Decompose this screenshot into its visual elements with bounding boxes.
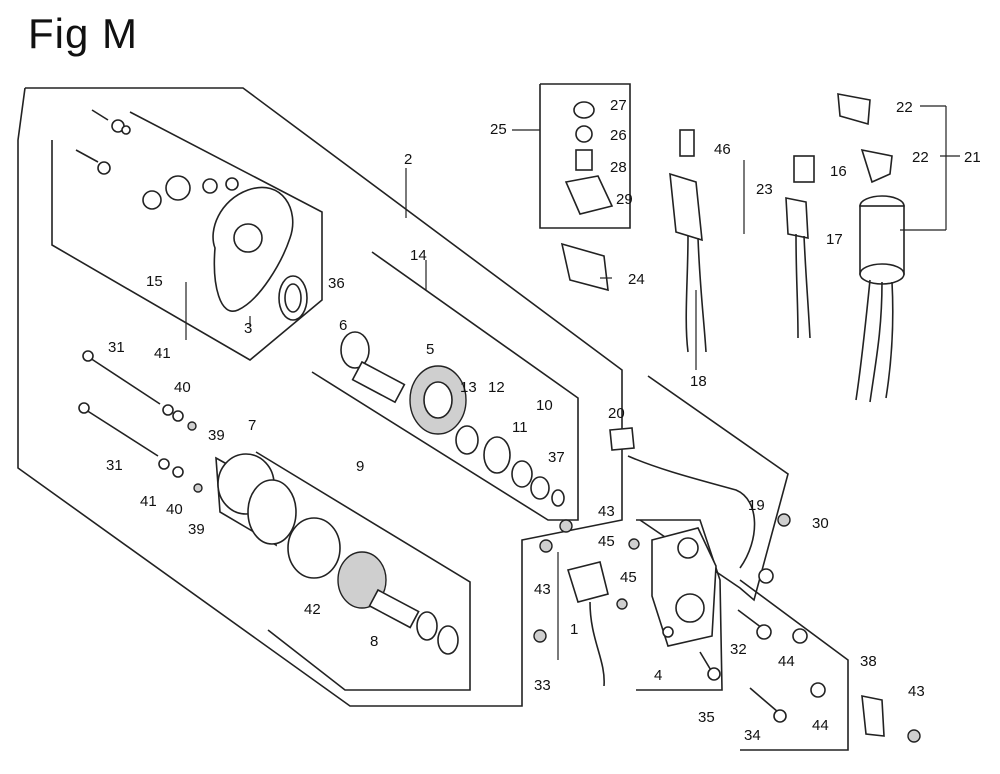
callout-2: 2 [404, 151, 412, 168]
callout-16: 16 [830, 163, 847, 180]
callout-44a: 44 [778, 653, 795, 670]
callout-30: 30 [812, 515, 829, 532]
callout-43b: 43 [534, 581, 551, 598]
callout-labels: 1 2 3 4 5 6 7 8 9 10 11 12 13 14 15 16 1… [106, 97, 981, 744]
relay-bracket-frame [636, 519, 723, 691]
callout-7: 7 [248, 417, 256, 434]
callout-20: 20 [608, 405, 625, 422]
armature-gear-part [340, 331, 467, 435]
callout-43a: 43 [598, 503, 615, 520]
callout-6: 6 [339, 317, 347, 334]
callout-10: 10 [536, 397, 553, 414]
callout-17: 17 [826, 231, 843, 248]
callout-43d: 43 [908, 683, 925, 700]
callout-1: 1 [570, 621, 578, 638]
starter-motor-assembly-frame [17, 87, 623, 707]
callout-25: 25 [490, 121, 507, 138]
callout-35: 35 [698, 709, 715, 726]
callout-33: 33 [534, 677, 551, 694]
callout-41b: 41 [140, 493, 157, 510]
callout-3: 3 [244, 320, 252, 337]
callout-42: 42 [304, 601, 321, 618]
ignition-switch-part [837, 93, 905, 403]
long-bolts [78, 350, 203, 493]
callout-40b: 40 [166, 501, 183, 518]
callout-39b: 39 [188, 521, 205, 538]
callout-11: 11 [512, 419, 528, 436]
callout-40a: 40 [174, 379, 191, 396]
pinion-shaft-part [337, 551, 459, 655]
callout-44b: 44 [812, 717, 829, 734]
callout-32: 32 [730, 641, 747, 658]
callout-14: 14 [410, 247, 427, 264]
armature-group-frame [311, 251, 579, 521]
end-cover-group-frame [51, 111, 323, 361]
callout-46: 46 [714, 141, 731, 158]
callout-28: 28 [610, 159, 627, 176]
relay-bracket-part [533, 519, 717, 687]
callout-39a: 39 [208, 427, 225, 444]
callout-31a: 31 [108, 339, 125, 356]
callout-12: 12 [488, 379, 505, 396]
bracket-bolts [699, 609, 921, 743]
yoke-group-frame [255, 451, 471, 691]
cable-part [609, 427, 791, 584]
callout-34: 34 [744, 727, 761, 744]
brush-holder-frame [539, 83, 631, 229]
callout-8: 8 [370, 633, 378, 650]
fuse-holder-part [669, 129, 707, 353]
rear-cover-part [142, 175, 308, 321]
yoke-part [215, 453, 341, 579]
callout-9: 9 [356, 458, 364, 475]
callout-22b: 22 [912, 149, 929, 166]
seal-rings [455, 425, 565, 507]
brush-holder-parts [560, 101, 614, 292]
figure-title: Fig M [28, 10, 138, 57]
callout-26: 26 [610, 127, 627, 144]
callout-4: 4 [654, 667, 662, 684]
callout-24: 24 [628, 271, 645, 288]
callout-38: 38 [860, 653, 877, 670]
callout-36: 36 [328, 275, 345, 292]
callout-37: 37 [548, 449, 565, 466]
screw-set-top-left [75, 109, 131, 175]
callout-13: 13 [460, 379, 477, 396]
callout-29: 29 [616, 191, 633, 208]
callout-31b: 31 [106, 457, 123, 474]
connector-part [785, 155, 815, 339]
callout-45b: 45 [620, 569, 637, 586]
callout-5: 5 [426, 341, 434, 358]
callout-19: 19 [748, 497, 765, 514]
callout-45a: 45 [598, 533, 615, 550]
callout-15: 15 [146, 273, 163, 290]
callout-21: 21 [964, 149, 981, 166]
leader-lines [185, 105, 960, 660]
callout-27: 27 [610, 97, 627, 114]
callout-23: 23 [756, 181, 773, 198]
callout-18: 18 [690, 373, 707, 390]
callout-22a: 22 [896, 99, 913, 116]
callout-41a: 41 [154, 345, 171, 362]
bolt-group-frame [739, 579, 849, 751]
